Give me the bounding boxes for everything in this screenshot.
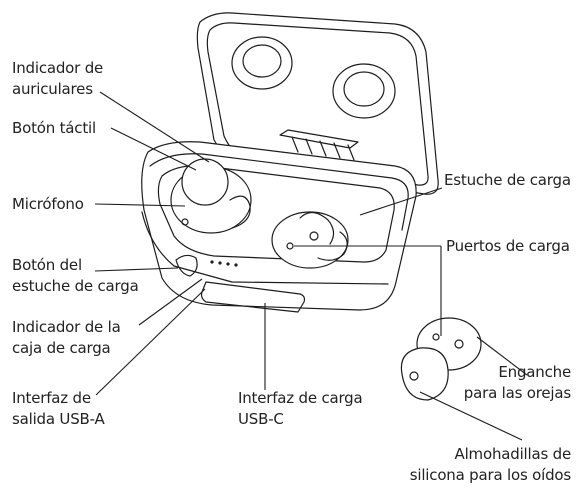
label-line: Interfaz de carga [238, 389, 363, 407]
label-line: silicona para los oídos [409, 466, 571, 484]
label-microphone: Micrófono [12, 195, 84, 213]
label-earbud-indicator: Indicador de auriculares [12, 58, 103, 100]
label-case-button: Botón del estuche de carga [12, 255, 139, 297]
label-line: estuche de carga [12, 277, 139, 295]
label-ear-hook: Enganche para las orejas [464, 362, 571, 404]
label-line: Botón del [12, 256, 82, 274]
loose-earbud [400, 317, 482, 401]
label-ear-tips: Almohadillas de silicona para los oídos [410, 444, 571, 486]
label-line: Almohadillas de [454, 445, 572, 463]
label-line: USB-C [238, 410, 284, 428]
leader-lines [94, 91, 528, 441]
label-line: Indicador de [12, 59, 104, 77]
label-usb-a-output: Interfaz de salida USB-A [12, 388, 105, 430]
label-charging-case: Estuche de carga [444, 171, 571, 189]
label-line: Enganche [498, 363, 571, 381]
label-line: salida USB-A [12, 410, 105, 428]
label-touch-button: Botón táctil [12, 119, 96, 137]
case-base [141, 141, 417, 313]
label-line: Interfaz de [12, 389, 91, 407]
label-line: Indicador de la [12, 318, 121, 336]
label-case-indicator: Indicador de la caja de carga [12, 317, 121, 359]
label-usb-c-input: Interfaz de carga USB-C [238, 388, 363, 430]
label-line: para las orejas [463, 384, 571, 402]
label-line: auriculares [12, 80, 93, 98]
label-charging-ports: Puertos de carga [446, 237, 570, 255]
label-line: caja de carga [12, 339, 111, 357]
